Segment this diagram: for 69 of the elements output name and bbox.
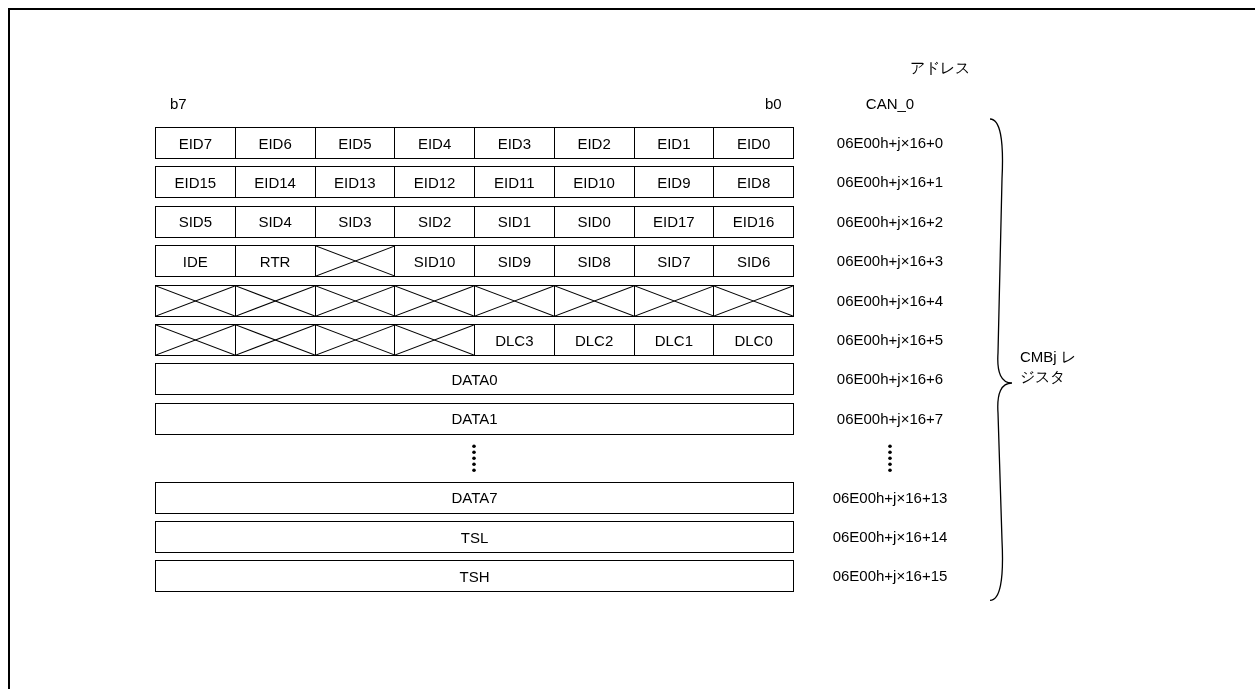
address-label: 06E00h+j×16+4 — [836, 291, 944, 309]
address-label: 06E00h+j×16+3 — [836, 252, 944, 270]
register-bit-cell: SID0 — [553, 205, 635, 238]
register-bit-cell: EID17 — [633, 205, 715, 238]
register-bit-cell: EID10 — [553, 166, 635, 199]
register-bit-cell: EID3 — [474, 127, 555, 159]
register-bit-cell: SID3 — [314, 205, 396, 238]
bit-label: b7 — [170, 95, 187, 112]
reserved-bit-cell — [314, 284, 396, 317]
address-label: 06E00h+j×16+7 — [836, 409, 944, 427]
register-bit-cell: SID5 — [155, 205, 236, 238]
register-name: CMBj レジスタ — [1020, 347, 1077, 387]
address-label: 06E00h+j×16+13 — [832, 488, 948, 506]
register-bit-cell: SID6 — [713, 245, 794, 278]
register-byte-cell: TSL — [155, 521, 794, 553]
register-bit-cell: DLC3 — [474, 324, 555, 356]
register-bit-cell: SID1 — [474, 205, 555, 238]
register-bit-cell: EID1 — [633, 127, 715, 159]
register-bit-cell: SID9 — [474, 245, 555, 278]
reserved-bit-cell — [474, 284, 555, 317]
address-label: 06E00h+j×16+15 — [832, 567, 948, 585]
register-bit-cell: EID15 — [155, 166, 236, 199]
address-label: 06E00h+j×16+5 — [836, 331, 944, 348]
column-header: CAN_0 — [865, 95, 915, 112]
reserved-bit-cell — [713, 284, 794, 317]
reserved-bit-cell — [234, 324, 316, 356]
register-byte-cell: TSH — [155, 560, 794, 593]
register-bit-cell: EID14 — [234, 166, 316, 199]
register-bit-cell: DLC0 — [713, 324, 794, 356]
register-byte-cell: DATA7 — [155, 481, 794, 514]
register-bit-cell: EID6 — [234, 127, 316, 159]
register-bit-cell: SID2 — [394, 205, 475, 238]
register-bit-cell: EID16 — [713, 205, 794, 238]
column-header: アドレス — [910, 59, 970, 78]
reserved-bit-cell — [234, 284, 316, 317]
register-bit-cell: EID9 — [633, 166, 715, 199]
bit-label: b0 — [765, 95, 782, 112]
register-bit-cell: SID7 — [633, 245, 715, 278]
register-bit-cell: EID2 — [553, 127, 635, 159]
register-bit-cell: EID0 — [713, 127, 794, 159]
register-bit-cell: EID11 — [474, 166, 555, 199]
reserved-bit-cell — [314, 324, 396, 356]
register-bit-cell: EID8 — [713, 166, 794, 199]
address-label: 06E00h+j×16+1 — [836, 173, 944, 191]
reserved-bit-cell — [553, 284, 635, 317]
address-label: 06E00h+j×16+0 — [836, 134, 944, 151]
register-bit-cell: RTR — [234, 245, 316, 278]
reserved-bit-cell — [394, 324, 475, 356]
address-label: 06E00h+j×16+2 — [836, 212, 944, 230]
register-bit-cell: DLC1 — [633, 324, 715, 356]
register-bit-cell: DLC2 — [553, 324, 635, 356]
register-bit-cell: IDE — [155, 245, 236, 278]
address-label: 06E00h+j×16+14 — [832, 528, 948, 545]
register-bit-cell: SID4 — [234, 205, 316, 238]
register-bit-cell: EID5 — [314, 127, 396, 159]
reserved-bit-cell — [155, 324, 236, 356]
reserved-bit-cell — [155, 284, 236, 317]
reserved-bit-cell — [314, 245, 396, 278]
reserved-bit-cell — [394, 284, 475, 317]
register-byte-cell: DATA1 — [155, 402, 794, 435]
register-bit-cell: SID8 — [553, 245, 635, 278]
register-bit-cell: EID7 — [155, 127, 236, 159]
address-label: 06E00h+j×16+6 — [836, 370, 944, 388]
register-byte-cell: DATA0 — [155, 363, 794, 396]
reserved-bit-cell — [633, 284, 715, 317]
register-bit-cell: EID12 — [394, 166, 475, 199]
register-bit-cell: SID10 — [394, 245, 475, 278]
register-bit-cell: EID13 — [314, 166, 396, 199]
register-bit-cell: EID4 — [394, 127, 475, 159]
